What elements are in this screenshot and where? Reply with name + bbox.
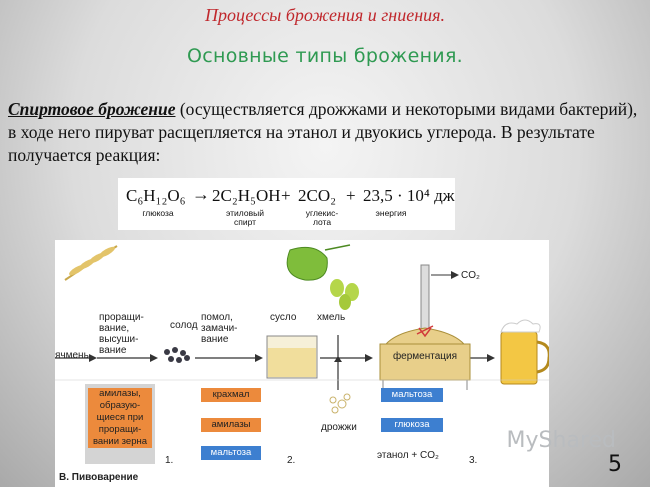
formula-energy-label: энергия (375, 208, 407, 218)
formula-reactant-label: глюкоза (142, 208, 174, 218)
plus-icon: + (281, 186, 291, 205)
panel2-maltose-box: мальтоза (201, 446, 261, 460)
plus-icon: + (346, 186, 356, 205)
wort-beaker-icon (266, 335, 318, 379)
panel3-maltose-box: мальтоза (381, 388, 443, 402)
hops-leaf-icon (286, 244, 359, 310)
step1-label: проращи- вание, высуши- вание (99, 312, 144, 356)
panel3-products-label: этанол + CO₂ (377, 450, 439, 461)
formula-product2-label: углекис- лота (305, 208, 339, 227)
hops-label: хмель (317, 312, 346, 323)
panel2-amylase-box: амилазы (201, 418, 261, 432)
panel2-number: 2. (287, 455, 296, 466)
diagram-caption: В. Пивоварение (59, 472, 139, 483)
diagram-graphics (55, 244, 549, 414)
fermentation-vessel-icon (379, 264, 471, 390)
slide-subtitle: Основные типы брожения. (186, 45, 464, 67)
fermentation-label: ферментация (392, 351, 458, 362)
malt-label: солод (170, 320, 198, 331)
panel1-amylase-box: амилазы, образую- щиеся при проращи- ван… (85, 384, 155, 464)
paragraph-text: (осуществляется дрожжами и некоторыми ви… (8, 99, 638, 165)
barley-label: ячмень (55, 350, 89, 361)
panel3-glucose-box: глюкоза (381, 418, 443, 432)
panel2-starch-box: крахмал (201, 388, 261, 402)
yeast-label: дрожжи (321, 422, 357, 433)
formula-reactant: C₆H₁₂O₆ (126, 186, 186, 205)
page-number: 5 (608, 452, 622, 477)
arrow-icon: → (192, 184, 210, 204)
formula-product1: 2C₂H₅OH (212, 186, 281, 205)
slide-title: Процессы брожения и гниения. (204, 5, 445, 25)
watermark: MyShared (506, 428, 616, 453)
step2-label: помол, замачи- вание (201, 312, 238, 345)
yeast-icon (329, 393, 351, 414)
barley-icon (64, 245, 118, 281)
reaction-formula: C₆H₁₂O₆ глюкоза → 2C₂H₅OH этиловый спирт… (118, 178, 455, 230)
term-label: Спиртовое брожение (8, 99, 176, 119)
formula-energy: 23,5 · 10⁴ дж (363, 186, 455, 205)
formula-product1-label: этиловый спирт (226, 208, 264, 227)
malt-grains-icon (164, 347, 190, 363)
wort-label: сусло (270, 312, 297, 323)
panel3-number: 3. (469, 455, 478, 466)
formula-product2: 2CO₂ (298, 186, 337, 205)
panel1-number: 1. (165, 455, 174, 466)
panel1-amylase-label: амилазы, образую- щиеся при проращи- ван… (88, 388, 152, 448)
co2-label: CO₂ (461, 270, 480, 281)
brewing-diagram: ячмень проращи- вание, высуши- вание сол… (55, 240, 549, 487)
body-paragraph: Спиртовое брожение (осуществляется дрожж… (8, 98, 642, 167)
beer-mug-icon (500, 319, 549, 385)
